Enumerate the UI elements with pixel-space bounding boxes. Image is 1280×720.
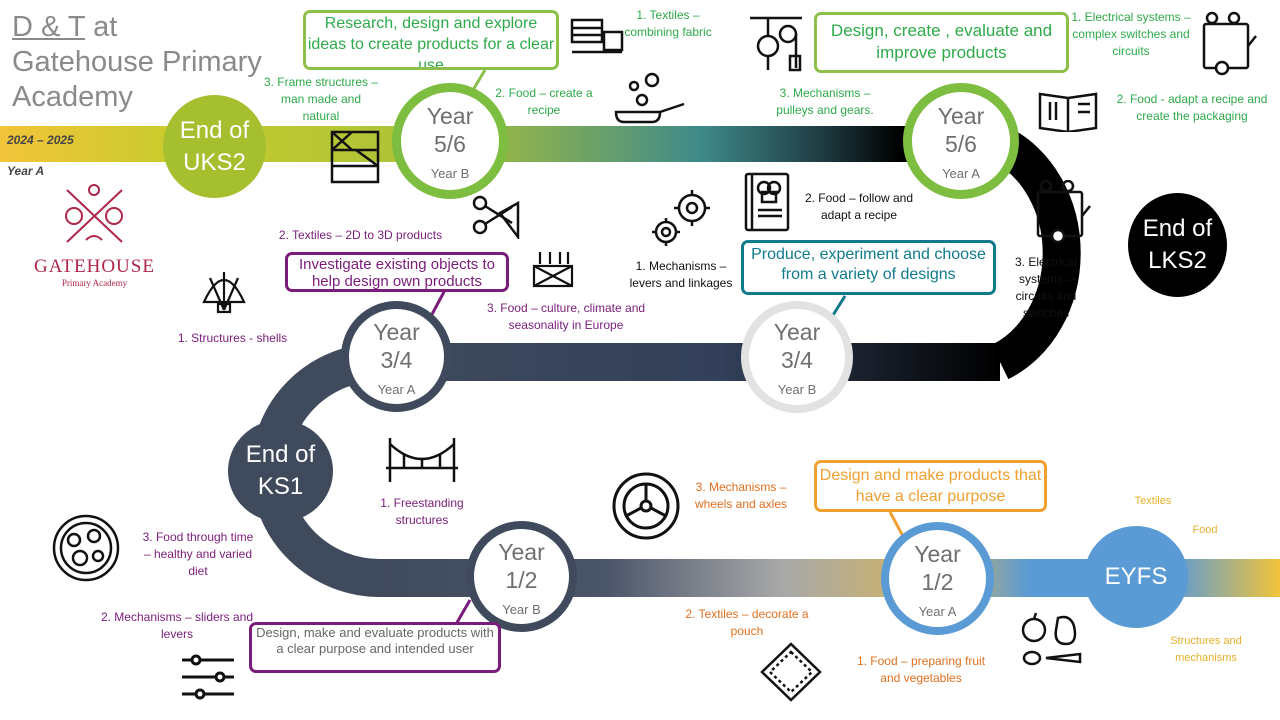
academic-year: 2024 – 2025 (7, 133, 74, 147)
chef-book-icon (744, 172, 790, 232)
year-circle-34b: Year 3/4 Year B (741, 301, 853, 413)
logo-sub: Primary Academy (61, 278, 128, 288)
milestone-lks2-label: End of LKS2 (1142, 215, 1213, 274)
fabric-pouch-icon (760, 642, 822, 702)
year-circle-big: Year 5/6 (937, 103, 985, 157)
year-circle-12b: Year 1/2 Year B (466, 521, 577, 632)
topic-y34b-2: 2. Food – follow and adapt a recipe (804, 191, 914, 222)
topic-y34a-3: 3. Food – culture, climate and seasonali… (486, 301, 646, 332)
frame-structure-icon (330, 130, 380, 184)
eyfs-topic-food: Food (1192, 524, 1218, 536)
topic-y34a-2: 2. Textiles – 2D to 3D products (278, 228, 443, 242)
callout-y56a: Design, create , evaluate and improve pr… (814, 12, 1069, 73)
fruit-veg-icon (1021, 612, 1082, 666)
title-line3: Academy (12, 81, 133, 113)
page-title: D & T at Gatehouse Primary Academy (12, 10, 262, 115)
topic-y12b-2: 2. Mechanisms – sliders and levers (100, 610, 254, 641)
topic-y12a-1: 1. Food – preparing fruit and vegetables (856, 654, 986, 685)
topic-y34a-1: 1. Structures - shells (177, 331, 288, 345)
year-circle-small: Year B (777, 382, 817, 397)
year-circle-56a: Year 5/6 Year A (903, 83, 1019, 199)
scissors-fabric-icon (472, 195, 520, 239)
title-at: at (85, 11, 118, 43)
callout-y12b: Design, make and evaluate products with … (249, 622, 501, 673)
topic-y56a-2: 2. Food - adapt a recipe and create the … (1116, 92, 1268, 123)
milestone-end-uks2: End of UKS2 (163, 95, 266, 198)
eyfs-topic-textiles: Textiles (1134, 495, 1172, 507)
year-circle-big: Year 3/4 (773, 319, 821, 373)
year-circle-small: Year B (502, 602, 541, 617)
gears-icon (652, 190, 710, 246)
crest-icon (65, 184, 123, 243)
year-circle-12a: Year 1/2 Year A (881, 522, 994, 635)
shell-icon (202, 272, 246, 314)
milestone-end-ks1: End of KS1 (228, 420, 333, 522)
topic-y56b-1: 1. Textiles – combining fabric (624, 8, 712, 39)
food-plate-icon (52, 514, 120, 582)
milestone-uks2-label: End of UKS2 (179, 116, 250, 176)
title-dt: D & T (12, 11, 86, 43)
year-circle-big: Year 3/4 (373, 319, 420, 373)
year-circle-56b: Year 5/6 Year B (392, 83, 508, 199)
topic-y12b-3: 3. Food through time – healthy and varie… (142, 530, 254, 578)
milestone-eyfs: EYFS (1084, 526, 1188, 628)
electrical-circuit-icon (1202, 11, 1257, 76)
sewing-machine-icon (570, 18, 624, 54)
year-circle-big: Year 1/2 (498, 539, 545, 593)
title-line2: Gatehouse Primary (12, 46, 262, 78)
year-circle-big: Year 1/2 (914, 541, 961, 595)
topic-y56b-2: 2. Food – create a recipe (495, 86, 593, 117)
eyfs-topic-structures: Structures and mechanisms (1170, 635, 1242, 664)
bridge-icon (386, 438, 458, 482)
year-label: Year A (7, 164, 45, 178)
year-circle-34a: Year 3/4 Year A (341, 301, 452, 412)
callout-y56b: Research, design and explore ideas to cr… (303, 10, 559, 70)
callout-y34b: Produce, experiment and choose from a va… (741, 240, 996, 295)
pulley-icon (750, 16, 802, 72)
wheel-icon (612, 472, 680, 540)
vegetable-crate-icon (532, 252, 574, 288)
year-circle-small: Year A (942, 166, 980, 181)
milestone-eyfs-label: EYFS (1104, 563, 1168, 590)
gatehouse-logo: GATEHOUSE Primary Academy (22, 180, 167, 290)
topic-y56a-1: 1. Electrical systems – complex switches… (1071, 10, 1191, 58)
sliders-icon (182, 654, 234, 700)
logo-name: GATEHOUSE (34, 256, 155, 277)
topic-y12a-3: 3. Mechanisms – wheels and axles (694, 480, 788, 511)
year-circle-small: Year A (377, 382, 416, 397)
year-circle-small: Year A (918, 604, 957, 619)
topic-y34b-1: 1. Mechanisms – levers and linkages (629, 259, 733, 290)
callout-y34a: Investigate existing objects to help des… (285, 252, 509, 292)
year-circle-big: Year 5/6 (426, 103, 474, 157)
topic-y12a-2: 2. Textiles – decorate a pouch (685, 607, 809, 638)
milestone-end-lks2: End of LKS2 (1128, 193, 1227, 297)
year-circle-small: Year B (430, 166, 470, 181)
recipe-book-icon (1038, 92, 1098, 132)
callout-y12a: Design and make products that have a cle… (814, 460, 1047, 512)
topic-y56b-3: 3. Frame structures – man made and natur… (263, 75, 379, 123)
electrical-circuit-icon (1036, 180, 1091, 244)
topic-y56a-3: 3. Mechanisms – pulleys and gears. (776, 86, 874, 117)
topic-y12b-1: 1. Freestanding structures (380, 496, 464, 527)
topic-y34b-3: 3. Electrical systems – circuits and swi… (1014, 255, 1078, 320)
milestone-ks1-label: End of KS1 (245, 441, 316, 500)
cooking-pan-icon (614, 72, 685, 124)
